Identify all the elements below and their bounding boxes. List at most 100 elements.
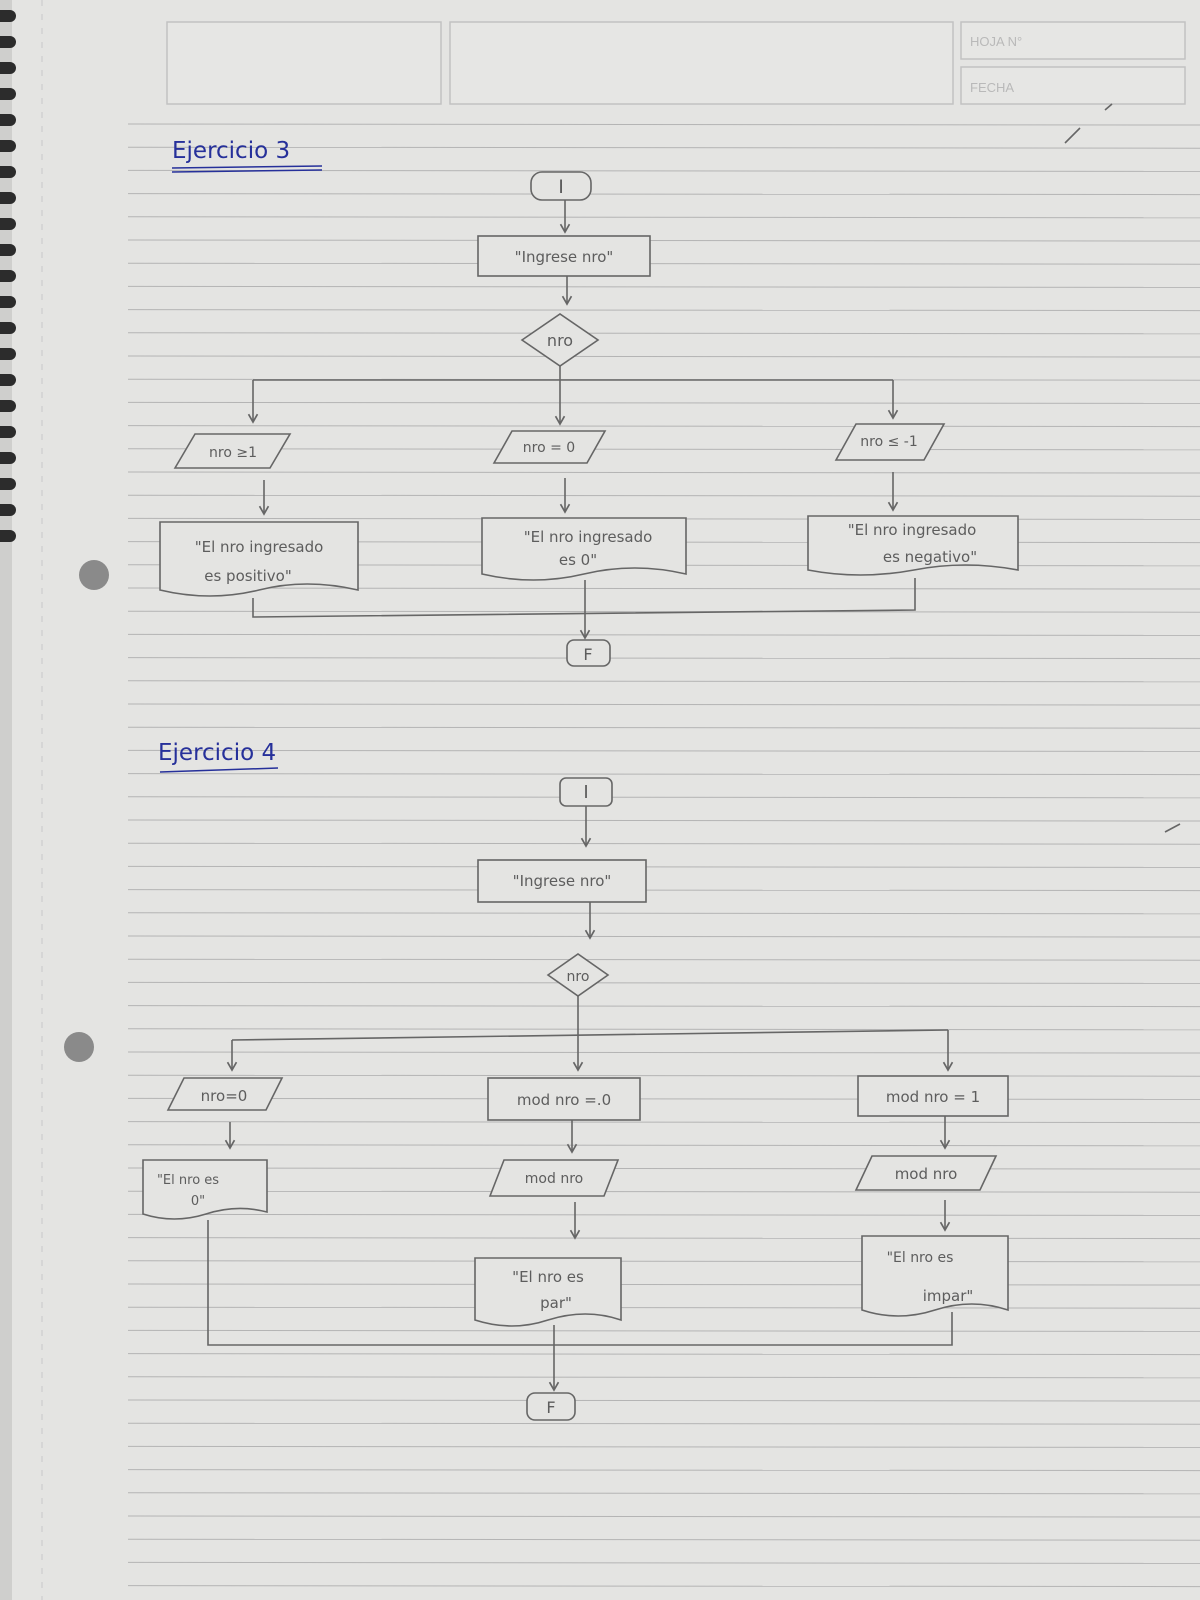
ruled-line [127,796,1200,799]
prompt-text: "Ingrese nro" [513,872,612,890]
condition-zero [492,430,607,464]
spiral-ring [0,374,16,386]
condition-zero [166,1077,284,1111]
ruled-line [127,610,1200,613]
end-label: F [546,1398,555,1417]
ruled-line [127,355,1200,358]
spiral-ring [0,530,16,542]
spiral-ring [0,218,16,230]
data-odd-label: mod nro [895,1165,958,1183]
ruled-line [127,1445,1200,1448]
condition-zero-label: nro=0 [201,1087,248,1105]
input-label: nro [547,331,573,350]
ruled-line [127,471,1200,474]
condition-negative-label: nro ≤ -1 [860,434,917,450]
ruled-line [127,285,1200,288]
spiral-ring [0,452,16,464]
ruled-line [127,1329,1200,1332]
header: HOJA N° FECHA [166,21,1186,105]
date-box [960,66,1186,105]
ruled-line [127,1121,1200,1124]
ruled-line [127,1306,1200,1309]
spiral-ring [0,478,16,490]
title-underline [171,165,323,169]
spiral-binding [0,10,16,542]
ruled-line [127,912,1200,915]
output-negative-line2: es negativo" [883,548,977,566]
output-odd [861,1235,1009,1317]
output-zero-line1: "El nro es [157,1173,219,1188]
ruled-line [127,425,1200,428]
spiral-ring [0,36,16,48]
input-diamond [520,313,600,367]
ruled-line [127,216,1200,219]
ruled-line [127,865,1200,868]
ruled-line [127,193,1200,196]
paper-edge [0,0,12,1600]
start-terminal [530,171,592,201]
spiral-ring [0,114,16,126]
ruled-line [127,1051,1200,1054]
ruled-line [127,819,1200,822]
ruled-line [127,1353,1200,1356]
spiral-ring [0,426,16,438]
ruled-line [127,1190,1200,1193]
header-box-middle [449,21,954,105]
ruled-line [127,773,1200,776]
ruled-line [127,309,1200,312]
ruled-line [127,703,1200,706]
ruled-line [127,749,1200,752]
output-zero-line1: "El nro ingresado [524,528,653,546]
ruled-line [127,1585,1200,1588]
ruled-line [127,448,1200,451]
date-label: FECHA [970,80,1014,95]
spiral-ring [0,62,16,74]
exercise-4-title: Ejercicio 4 [158,740,276,766]
title-underline [171,169,323,173]
output-zero [142,1159,268,1220]
data-odd [854,1155,998,1191]
header-box-left [166,21,442,105]
exercise-3-flowchart: Ejercicio 3 I "Ingrese nro" nro nro ≥1 "… [159,138,1019,667]
sheet-number-box [960,21,1186,60]
merge-line [252,578,916,618]
ruled-line [127,1422,1200,1425]
output-zero-line2: es 0" [559,551,597,569]
ruled-line [127,1469,1200,1472]
exercise-4-flowchart: Ejercicio 4 I "Ingrese nro" nro nro=0 "E… [142,740,1009,1421]
condition-zero-label: nro = 0 [523,440,575,456]
ruled-line [127,1097,1200,1100]
ruled-line [127,123,1200,126]
spiral-ring [0,504,16,516]
prompt-text: "Ingrese nro" [515,248,614,266]
ruled-line [127,1167,1200,1170]
output-negative [807,515,1019,576]
pencil-mark [1104,103,1113,111]
ruled-line [127,146,1200,149]
ruled-line [127,889,1200,892]
ruled-line [127,1237,1200,1240]
prompt-output-box [477,235,651,277]
ruled-line [127,1515,1200,1518]
condition-negative [834,423,946,461]
ruled-line [127,1005,1200,1008]
ruled-line [127,239,1200,242]
ruled-line [127,935,1200,938]
data-even [488,1159,620,1197]
merge-line [207,1220,953,1346]
ruled-line [127,1283,1200,1286]
spiral-ring [0,166,16,178]
ruled-line [127,1213,1200,1216]
spiral-ring [0,244,16,256]
pencil-mark [1164,823,1181,833]
ruled-line [127,633,1200,636]
ruled-line [127,401,1200,404]
output-even-line1: "El nro es [512,1268,584,1286]
ruled-line [127,1561,1200,1564]
output-positive-line1: "El nro ingresado [195,538,324,556]
start-label: I [558,176,564,198]
ruled-line [127,332,1200,335]
spiral-ring [0,88,16,100]
prompt-output-box [477,859,647,903]
start-label: I [583,782,588,803]
